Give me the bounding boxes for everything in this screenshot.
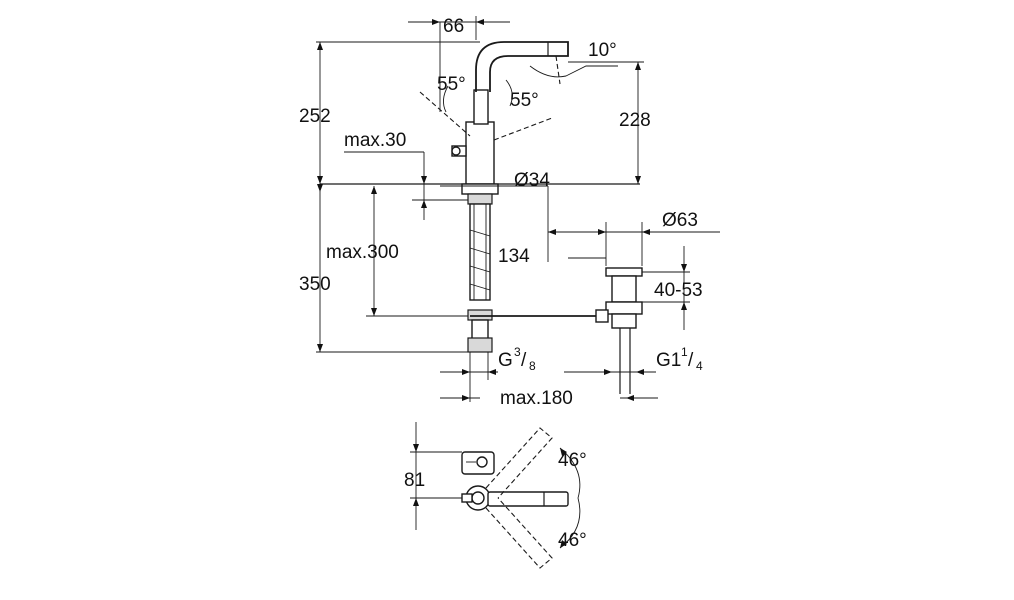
threaded-shank <box>469 203 491 301</box>
spout <box>475 41 569 92</box>
label-max30: max.30 <box>344 130 406 151</box>
label-46deg-bottom: 46° <box>558 530 587 551</box>
faucet-plan-view <box>410 422 581 569</box>
faucet-elevation <box>316 41 644 394</box>
hose-hatching <box>469 229 491 291</box>
label-g114-slash: / <box>688 350 694 371</box>
label-55deg-right: 55° <box>510 90 539 111</box>
mount-nut <box>467 193 493 205</box>
plan-lever-arm <box>487 491 569 507</box>
label-max180: max.180 <box>500 388 573 409</box>
rod-clamp <box>467 309 493 321</box>
label-g114-numerator: 1 <box>681 345 688 359</box>
waste-tailpiece <box>611 313 637 329</box>
dim-g38-arrows <box>462 369 496 375</box>
label-g114-main: G1 <box>656 350 681 371</box>
label-g114-denominator: 4 <box>696 359 703 373</box>
label-d34: Ø34 <box>514 170 550 191</box>
plan-temp-indicator <box>476 456 488 468</box>
waste-nut <box>605 301 643 315</box>
label-66: 66 <box>443 16 464 37</box>
label-d63: Ø63 <box>662 210 698 231</box>
waste-body <box>611 275 637 303</box>
label-46deg-top: 46° <box>558 450 587 471</box>
label-134: 134 <box>498 246 530 267</box>
label-228: 228 <box>619 110 651 131</box>
label-g38-numerator: 3 <box>514 345 521 359</box>
swivel-left-arc <box>443 85 449 113</box>
plan-lever-stub <box>461 493 473 503</box>
lever-pivot <box>451 146 461 156</box>
spout-riser <box>473 89 489 125</box>
label-g38-main: G <box>498 350 513 371</box>
swivel-right-arc <box>505 79 513 107</box>
plan-lever-up-position <box>485 427 553 499</box>
plan-lever-down-position <box>485 497 553 569</box>
label-81: 81 <box>404 470 425 491</box>
dim-g114-arrows <box>604 369 644 375</box>
dim-max30-arrows <box>421 176 427 208</box>
swivel-left-line <box>419 91 471 137</box>
dim-134-arrow <box>548 229 556 235</box>
faucet-body <box>465 121 495 185</box>
spray-line <box>555 55 561 85</box>
dimension-labels: 66 252 228 10° 55° 55° max.30 Ø34 max.30… <box>299 16 703 551</box>
label-350: 350 <box>299 274 331 295</box>
label-252: 252 <box>299 106 331 127</box>
label-4053: 40-53 <box>654 280 703 301</box>
waste-flange <box>605 267 643 277</box>
supply-connector <box>467 337 493 353</box>
spray-angle-arc <box>529 65 618 78</box>
plan-lever-hub-inner <box>471 491 485 505</box>
label-g38-denominator: 8 <box>529 359 536 373</box>
label-g38-slash: / <box>521 350 527 371</box>
mount-flange <box>461 183 499 195</box>
waste-lever-joint <box>595 309 609 323</box>
dimension-lines <box>316 16 720 402</box>
label-55deg-left: 55° <box>437 74 466 95</box>
label-10deg: 10° <box>588 40 617 61</box>
label-max300: max.300 <box>326 242 399 263</box>
swivel-right-line <box>493 117 553 141</box>
